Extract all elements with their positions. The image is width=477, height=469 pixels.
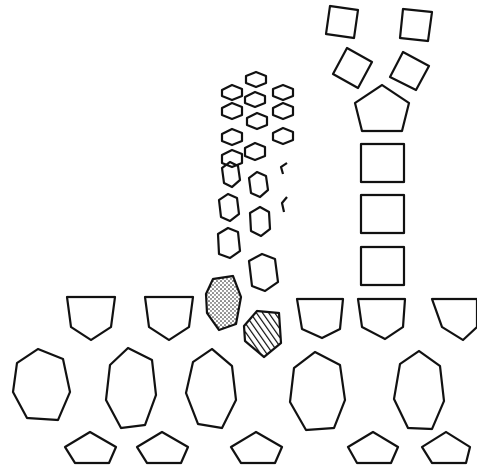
hex-cell xyxy=(271,83,295,102)
pentagon-row-top xyxy=(65,295,477,342)
hexagon-column xyxy=(216,70,295,293)
large-hex-cell xyxy=(11,347,72,422)
hexagon-row-middle xyxy=(11,346,446,432)
y-branches xyxy=(324,4,434,92)
hatched-cell xyxy=(242,309,283,359)
hex-cell xyxy=(271,126,295,146)
partial-hex-cell xyxy=(279,162,288,175)
hex-cell xyxy=(244,70,268,89)
pentagon-cell xyxy=(295,297,345,340)
column-square xyxy=(359,142,406,184)
stippled-cell xyxy=(204,274,243,332)
pentagon-cell xyxy=(65,295,117,342)
hex-cell xyxy=(220,148,244,169)
hex-cell xyxy=(216,226,242,260)
flat-pentagon-cell xyxy=(63,430,118,465)
hex-cell xyxy=(217,192,241,223)
large-hex-cell xyxy=(184,347,238,430)
flat-pentagon-cell xyxy=(420,430,472,465)
hex-cell xyxy=(243,90,267,109)
branch-square xyxy=(324,4,360,40)
hex-cell xyxy=(220,83,244,102)
large-hex-cell xyxy=(392,349,446,431)
square-column xyxy=(359,142,406,287)
pentagon-cell xyxy=(430,297,477,342)
branch-square xyxy=(388,50,431,92)
junction-pentagon xyxy=(353,83,411,133)
branch-square xyxy=(331,46,374,90)
hex-cell xyxy=(220,160,242,189)
hex-cell xyxy=(220,101,244,121)
pentagon-row-bottom xyxy=(63,430,472,465)
flat-pentagon-cell xyxy=(229,430,284,465)
hex-cell xyxy=(271,101,295,121)
branch-square xyxy=(398,7,434,43)
pentagon-cell xyxy=(356,297,407,341)
hex-cell xyxy=(247,252,280,293)
large-hex-cell xyxy=(288,350,347,432)
column-square xyxy=(359,245,406,287)
large-hex-cell xyxy=(104,346,158,430)
hex-cell xyxy=(248,205,272,238)
flat-pentagon-cell xyxy=(135,430,190,465)
flat-pentagon-cell xyxy=(346,430,400,465)
hex-cell xyxy=(243,141,267,162)
column-square xyxy=(359,193,406,235)
pentagon-cell xyxy=(143,295,195,342)
hex-cell xyxy=(247,170,270,199)
hex-cell xyxy=(220,127,244,147)
partial-hex-cell xyxy=(280,196,288,213)
hex-cell xyxy=(245,111,269,131)
